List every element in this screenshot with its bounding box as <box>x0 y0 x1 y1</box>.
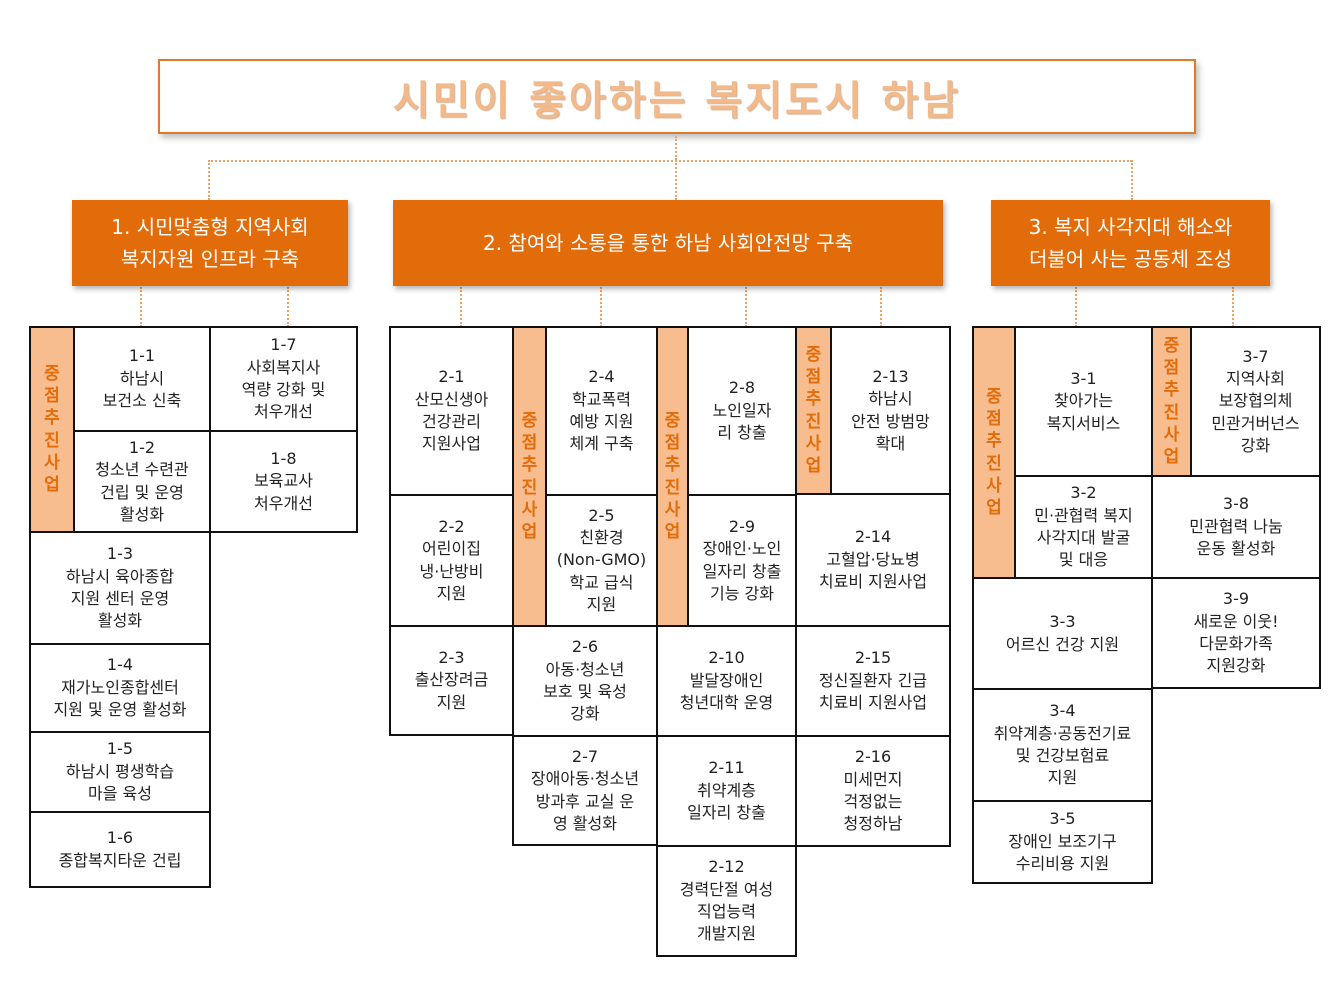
item-1-8: 1-8 보육교사 처우개선 <box>209 430 358 533</box>
item-2-16: 2-16 미세먼지 걱정없는 청정하남 <box>795 735 951 847</box>
item-3-7: 3-7 지역사회 보장협의체 민관거버넌스 강화 <box>1190 326 1321 477</box>
goal-3-label: 3. 복지 사각지대 해소와 더불어 사는 공동체 조성 <box>1028 215 1233 271</box>
priority-badge-group-2c: 중 점 추 진 사 업 <box>795 326 832 495</box>
priority-badge-group-3b: 중 점 추 진 사 업 <box>1151 326 1192 477</box>
item-2-15: 2-15 정신질환자 긴급 치료비 지원사업 <box>795 625 951 737</box>
connector <box>208 160 210 200</box>
connector <box>675 160 677 200</box>
item-2-12: 2-12 경력단절 여성 직업능력 개발지원 <box>656 845 797 957</box>
vision-title: 시민이 좋아하는 복지도시 하남 <box>392 77 962 124</box>
priority-badge-group-3a: 중 점 추 진 사 업 <box>972 326 1016 579</box>
item-2-8: 2-8 노인일자 리 창출 <box>687 326 797 496</box>
item-1-7: 1-7 사회복지사 역량 강화 및 처우개선 <box>209 326 358 432</box>
item-1-2: 1-2 청소년 수련관 건립 및 운영 활성화 <box>73 430 211 533</box>
connector <box>1131 160 1133 200</box>
item-1-3: 1-3 하남시 육아종합 지원 센터 운영 활성화 <box>29 531 211 645</box>
priority-badge-group-2a: 중 점 추 진 사 업 <box>512 326 547 627</box>
item-3-2: 3-2 민·관협력 복지 사각지대 발굴 및 대응 <box>1014 475 1153 579</box>
connector <box>745 287 747 327</box>
goal-1-box: 1. 시민맞춤형 지역사회 복지자원 인프라 구축 <box>72 200 348 286</box>
item-1-5: 1-5 하남시 평생학습 마을 육성 <box>29 731 211 813</box>
item-3-9: 3-9 새로운 이웃! 다문화가족 지원강화 <box>1151 577 1321 689</box>
item-1-1: 1-1 하남시 보건소 신축 <box>73 326 211 432</box>
connector <box>287 287 289 327</box>
item-2-14: 2-14 고혈압·당뇨병 치료비 지원사업 <box>795 493 951 627</box>
item-2-10: 2-10 발달장애인 청년대학 운영 <box>656 625 797 737</box>
connector <box>1075 287 1077 327</box>
item-2-6: 2-6 아동·청소년 보호 및 육성 강화 <box>512 625 658 737</box>
connector <box>880 287 882 327</box>
connector <box>1232 287 1234 327</box>
item-2-1: 2-1 산모신생아 건강관리 지원사업 <box>389 326 514 496</box>
item-3-1: 3-1 찾아가는 복지서비스 <box>1014 326 1153 477</box>
item-3-8: 3-8 민관협력 나눔 운동 활성화 <box>1151 475 1321 579</box>
item-1-6: 1-6 종합복지타운 건립 <box>29 811 211 888</box>
goal-1-label: 1. 시민맞춤형 지역사회 복지자원 인프라 구축 <box>111 215 309 271</box>
item-2-7: 2-7 장애아동·청소년 방과후 교실 운 영 활성화 <box>512 735 658 846</box>
item-2-2: 2-2 어린이집 냉·난방비 지원 <box>389 494 514 627</box>
goal-2-label: 2. 참여와 소통을 통한 하남 사회안전망 구축 <box>482 231 854 255</box>
goal-3-box: 3. 복지 사각지대 해소와 더불어 사는 공동체 조성 <box>991 200 1270 286</box>
connector <box>460 287 462 327</box>
item-2-9: 2-9 장애인·노인 일자리 창출 기능 강화 <box>687 494 797 627</box>
goal-2-box: 2. 참여와 소통을 통한 하남 사회안전망 구축 <box>393 200 943 286</box>
priority-badge-group-1: 중 점 추 진 사 업 <box>29 326 75 533</box>
item-1-4: 1-4 재가노인종합센터 지원 및 운영 활성화 <box>29 643 211 733</box>
connector <box>675 136 677 160</box>
item-3-5: 3-5 장애인 보조기구 수리비용 지원 <box>972 800 1153 884</box>
item-2-3: 2-3 출산장려금 지원 <box>389 625 514 736</box>
item-3-3: 3-3 어르신 건강 지원 <box>972 577 1153 690</box>
item-3-4: 3-4 취약계층·공동전기료 및 건강보험료 지원 <box>972 688 1153 802</box>
vision-title-box: 시민이 좋아하는 복지도시 하남 <box>158 59 1196 134</box>
item-2-4: 2-4 학교폭력 예방 지원 체계 구축 <box>545 326 658 496</box>
connector <box>140 287 142 327</box>
item-2-13: 2-13 하남시 안전 방범망 확대 <box>830 326 951 495</box>
item-2-5: 2-5 친환경 (Non-GMO) 학교 급식 지원 <box>545 494 658 627</box>
priority-badge-group-2b: 중 점 추 진 사 업 <box>656 326 689 627</box>
item-2-11: 2-11 취약계층 일자리 창출 <box>656 735 797 847</box>
connector <box>208 160 1132 162</box>
connector <box>600 287 602 327</box>
